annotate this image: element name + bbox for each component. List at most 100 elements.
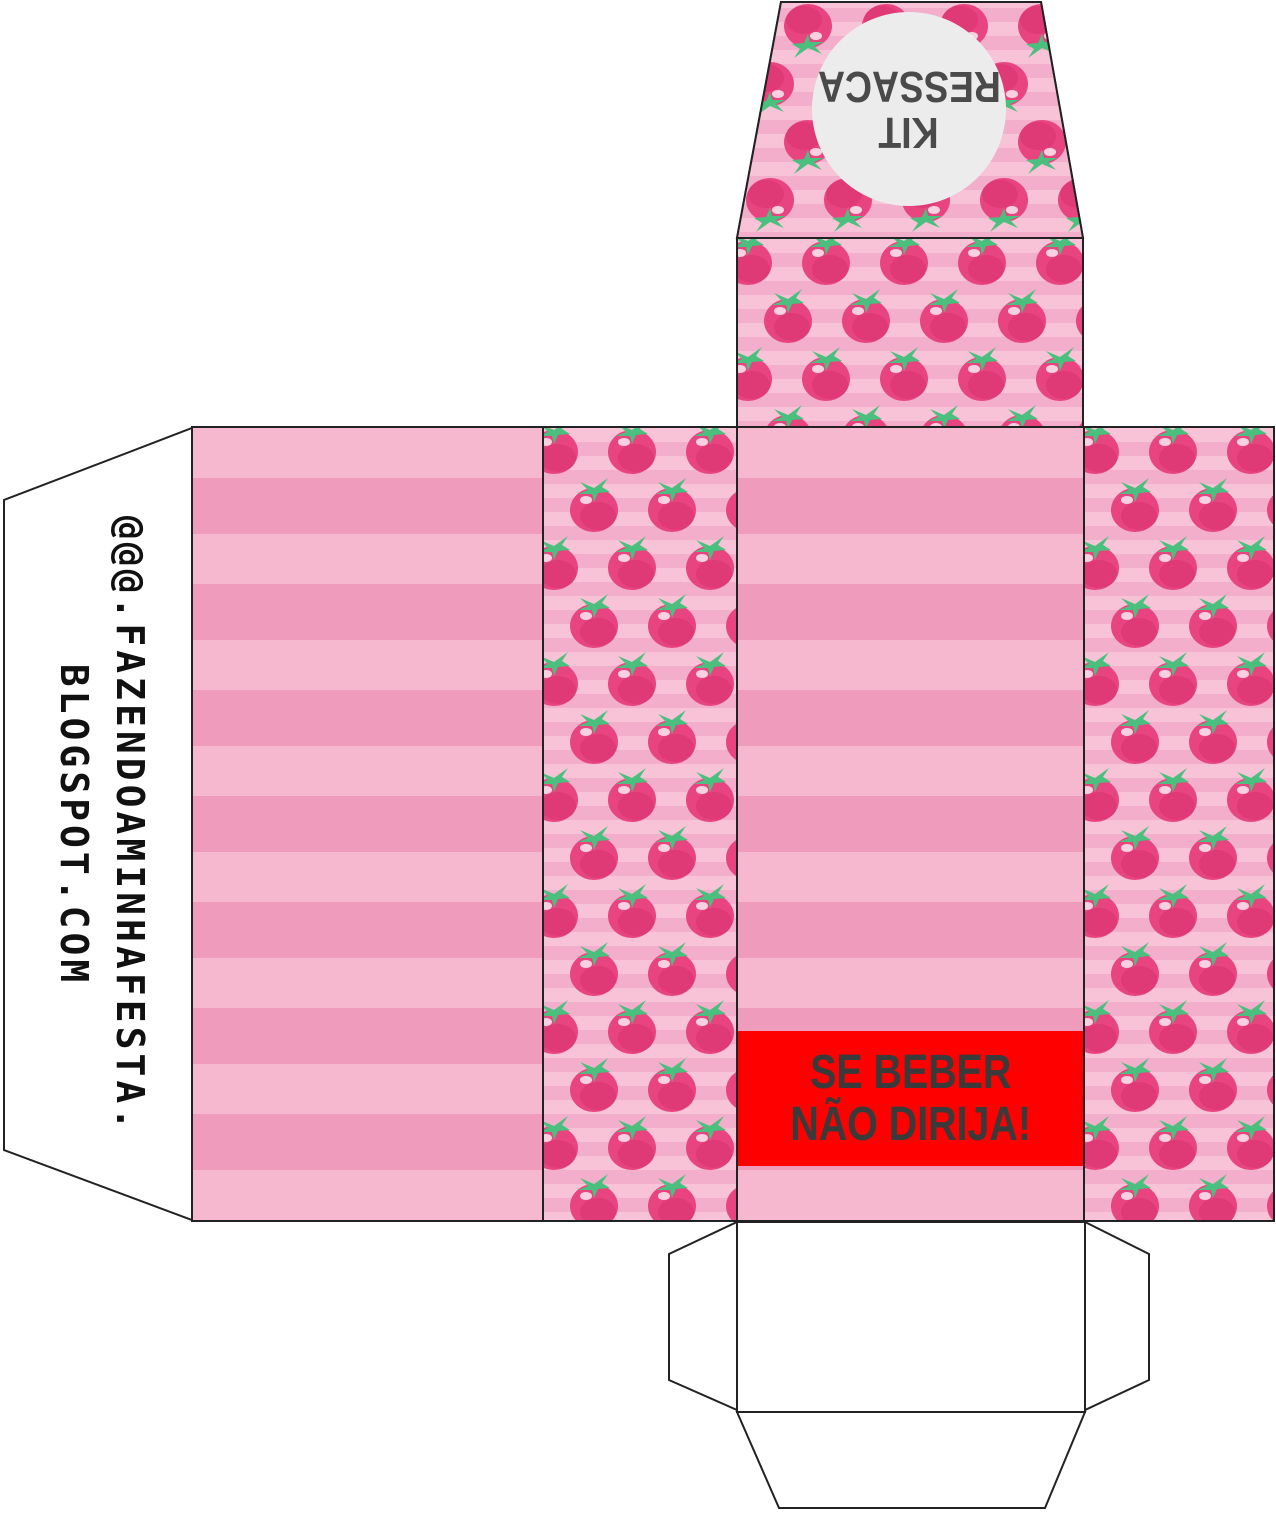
strawberry-icon [1267, 1191, 1273, 1220]
strawberry-icon [648, 826, 696, 880]
strawberry-icon [1085, 768, 1119, 822]
strawberry-icon [726, 482, 736, 528]
strawberry-icon [958, 239, 1006, 285]
strawberry-icon [923, 405, 965, 426]
strawberry-icon [1111, 1058, 1159, 1112]
bottom-panel [736, 1221, 1086, 1413]
kit-label: KIT [878, 108, 940, 157]
strawberry-icon [998, 289, 1046, 343]
warning-line-1: SE BEBER [809, 1045, 1012, 1099]
strawberry-icon [784, 4, 832, 58]
strawberry-icon [1149, 536, 1197, 590]
strawberry-icon [544, 768, 578, 822]
strawberry-icon [648, 594, 696, 648]
strawberry-icon [608, 428, 656, 474]
strawberry-icon [980, 178, 1028, 232]
strawberry-icon [1189, 826, 1237, 880]
strawberry-icon [1267, 611, 1273, 641]
strawberry-icon [686, 652, 734, 706]
strawberry-icon [1189, 710, 1237, 764]
strawberry-icon [1149, 768, 1197, 822]
strawberry-icon [1189, 1058, 1237, 1112]
strawberry-icon [648, 942, 696, 996]
strawberry-icon [1085, 536, 1119, 590]
strawberry-icon [1018, 120, 1066, 174]
strawberry-icon [726, 946, 736, 992]
left-strawberry-panel [542, 426, 738, 1222]
strawberry-icon [1267, 727, 1273, 757]
strawberry-icon [544, 428, 578, 474]
strawberry-icon [1036, 239, 1082, 285]
strawberry-icon [1085, 652, 1119, 706]
strawberry-icon [880, 347, 928, 401]
strawberry-icon [802, 239, 850, 285]
strawberry-icon [746, 178, 794, 232]
strawberry-icon [570, 1058, 618, 1112]
strawberry-icon [1189, 1174, 1237, 1220]
strawberry-icon [1227, 428, 1273, 474]
strawberry-icon [1149, 1116, 1197, 1170]
strawberry-icon [570, 710, 618, 764]
strawberry-icon [1001, 405, 1043, 426]
strawberry-icon [570, 826, 618, 880]
strawberry-icon [726, 714, 736, 760]
strawberry-icon [686, 536, 734, 590]
strawberry-icon [738, 347, 772, 401]
strawberry-icon [1267, 1075, 1273, 1105]
strawberry-icon [570, 942, 618, 996]
strawberry-icon [764, 289, 812, 343]
strawberry-icon [738, 239, 772, 285]
kit-ressaca-badge: KIT RESSACA [812, 12, 1006, 206]
strawberry-icon [845, 405, 887, 426]
strawberry-icon [726, 1062, 736, 1108]
strawberry-icon [608, 652, 656, 706]
strawberry-icon [608, 768, 656, 822]
strawberry-icon [842, 289, 890, 343]
strawberry-icon [544, 536, 578, 590]
strawberry-icon [1267, 959, 1273, 989]
strawberry-icon [1227, 1000, 1273, 1054]
strawberry-icon [958, 347, 1006, 401]
strawberry-icon [1227, 536, 1273, 590]
strawberry-icon [686, 1000, 734, 1054]
strawberry-icon [686, 884, 734, 938]
strawberry-icon [767, 405, 809, 426]
strawberry-icon [1111, 478, 1159, 532]
strawberry-icon [570, 1174, 618, 1220]
strawberry-icon [570, 594, 618, 648]
strawberry-icon [1189, 942, 1237, 996]
strawberry-icon [726, 830, 736, 876]
strawberry-icon [1267, 843, 1273, 873]
strawberry-icon [726, 1178, 736, 1220]
strawberry-icon [1111, 942, 1159, 996]
strawberry-icon [608, 884, 656, 938]
strawberry-icon [544, 652, 578, 706]
warning-line-2: NÃO DIRIJA! [790, 1097, 1031, 1151]
strawberry-icon [726, 598, 736, 644]
strawberry-icon [648, 1174, 696, 1220]
strawberry-icon [1189, 478, 1237, 532]
strawberry-icon [737, 120, 754, 174]
strawberry-icon [544, 1116, 578, 1170]
strawberry-icon [1149, 652, 1197, 706]
strawberry-icon [1085, 1116, 1119, 1170]
strawberry-icon [686, 768, 734, 822]
strawberry-icon [1085, 428, 1119, 474]
strawberry-icon [1036, 347, 1082, 401]
top-panel [736, 237, 1084, 428]
strawberry-icon [802, 347, 850, 401]
strawberry-icon [1058, 62, 1083, 116]
strawberry-icon [648, 478, 696, 532]
strawberry-icon [1189, 594, 1237, 648]
strawberry-icon [648, 710, 696, 764]
strawberry-icon [1149, 884, 1197, 938]
strawberry-icon [920, 289, 968, 343]
strawberry-icon [1149, 1000, 1197, 1054]
strawberry-icon [1111, 1174, 1159, 1220]
strawberry-icon [1085, 1000, 1119, 1054]
strawberry-icon [648, 1058, 696, 1112]
strawberry-icon [1111, 710, 1159, 764]
strawberry-icon [1149, 428, 1197, 474]
strawberry-icon [608, 536, 656, 590]
